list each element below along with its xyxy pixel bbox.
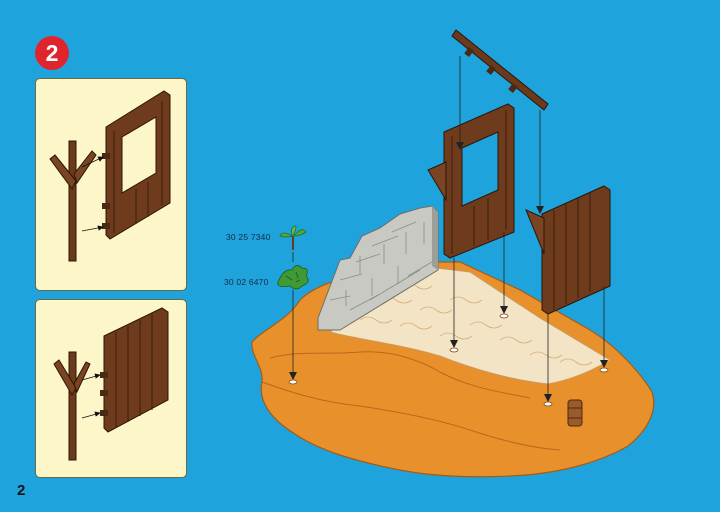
window-frame-icon (102, 90, 171, 240)
page-number: 2 (17, 482, 26, 499)
shutter-wall (525, 185, 611, 315)
stone-wall (317, 205, 439, 331)
detail-panel-shutter (35, 299, 187, 478)
bush-plant-icon (277, 265, 309, 290)
shutter-panel-icon (100, 307, 169, 433)
part-number-palm: 30 25 7340 (226, 232, 271, 242)
peg-holes (288, 313, 609, 407)
window-frame-wall (427, 103, 515, 259)
step-number-badge: 2 (35, 36, 69, 70)
assembly-arrows (81, 156, 104, 232)
detail-panel-window-frame (35, 78, 187, 291)
tree-trunk-icon (49, 140, 97, 262)
arrow-heads (289, 142, 608, 402)
tree-trunk-icon (53, 351, 91, 461)
palm-leaf-icon (279, 225, 307, 250)
part-number-bush: 30 02 6470 (224, 277, 269, 287)
top-beam (451, 29, 549, 111)
barrel-icon (567, 399, 583, 427)
assembly-arrows (81, 373, 101, 419)
guide-lines (292, 56, 605, 400)
